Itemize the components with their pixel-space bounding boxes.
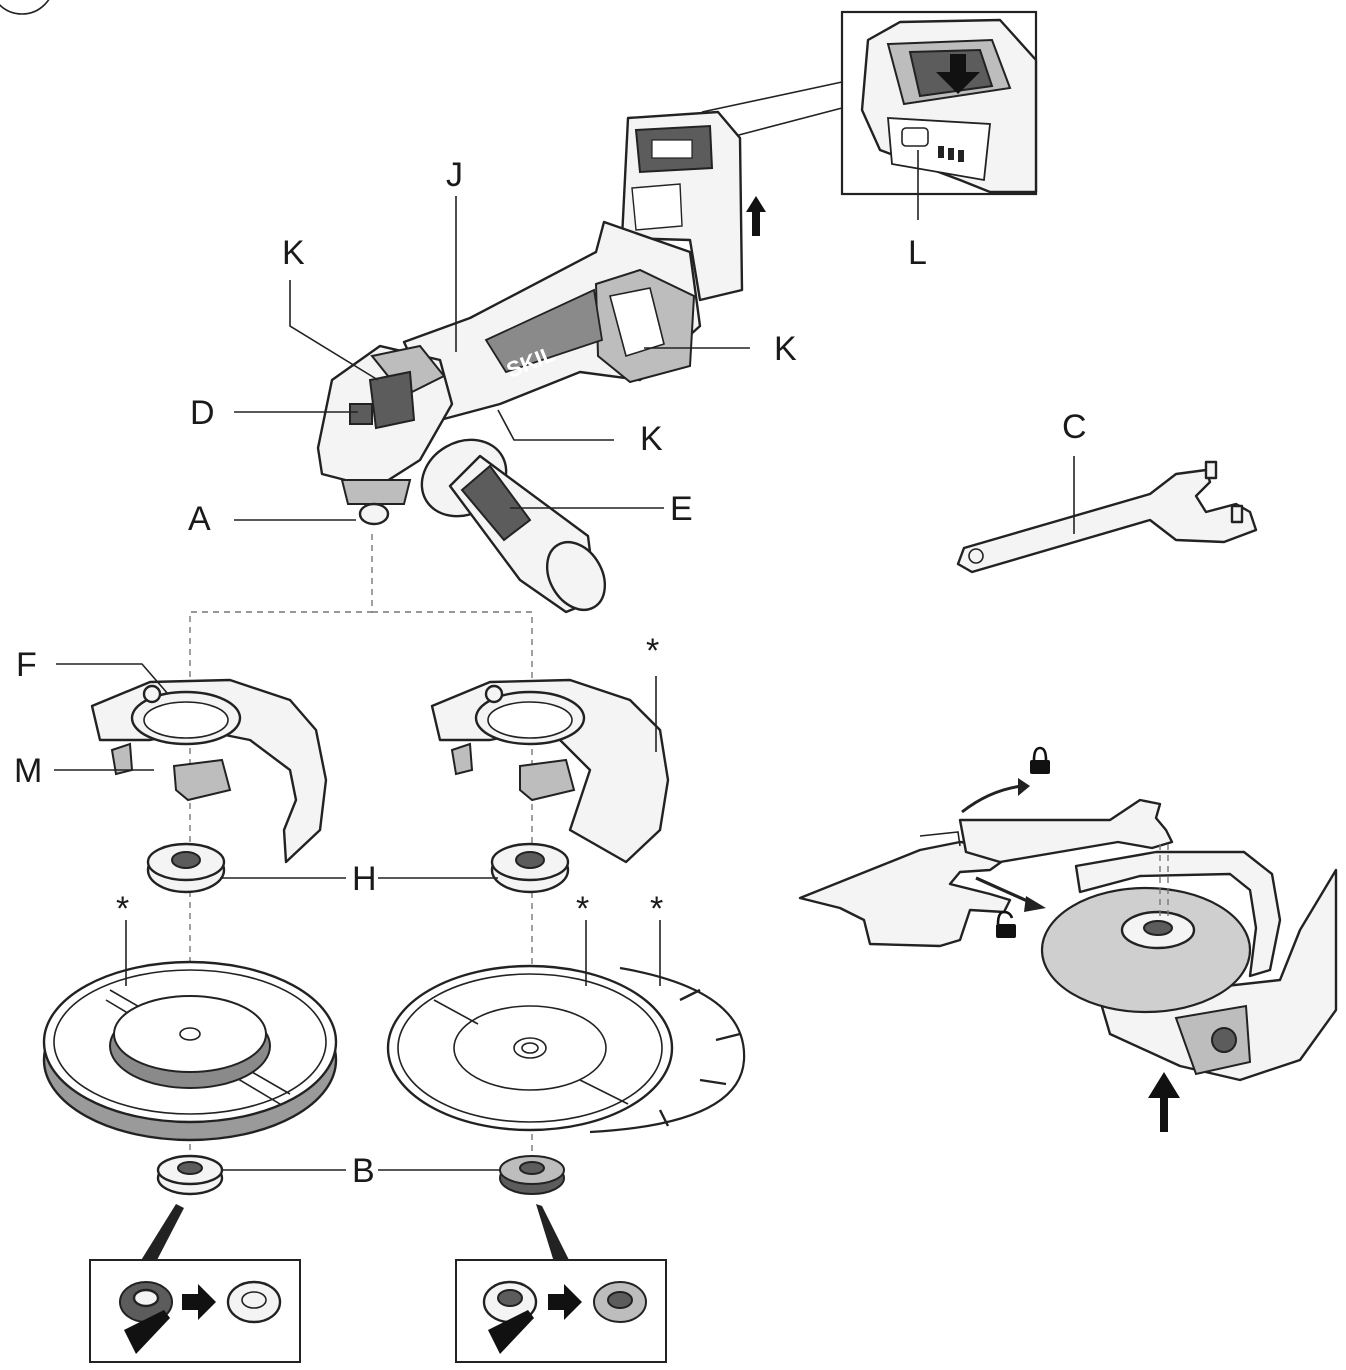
asterisk-cutting-disc: * [576, 890, 589, 928]
label-K-top: K [282, 234, 305, 272]
page-number-circle [0, 0, 50, 15]
label-D: D [190, 394, 215, 432]
asterisk-guard: * [646, 632, 659, 670]
arrow-up-icon [1148, 1072, 1180, 1132]
arrow-right-icon [548, 1284, 582, 1320]
label-K-right: K [774, 330, 797, 368]
cutting-disc-right [386, 964, 674, 1132]
label-K-middle: K [640, 420, 663, 458]
asterisk-disc-left: * [116, 890, 129, 928]
guard-right [430, 678, 670, 864]
grinding-disc-left [42, 960, 338, 1142]
lock-closed-icon [1030, 746, 1050, 774]
arrow-down-icon [936, 54, 980, 94]
label-A: A [188, 500, 211, 538]
clamp-nut-right [499, 1155, 565, 1195]
label-F: F [16, 646, 37, 684]
lock-open-icon [996, 910, 1016, 938]
battery-indicator-inset [701, 10, 1038, 220]
label-B: B [352, 1152, 375, 1190]
arrow-up-icon [746, 196, 766, 236]
label-E: E [670, 490, 693, 528]
side-handle [420, 438, 607, 614]
label-M: M [14, 752, 42, 790]
arrow-right-icon [182, 1284, 216, 1320]
inner-flange-left [146, 842, 226, 894]
spanner-wrench [956, 460, 1258, 574]
guard-left [90, 678, 328, 864]
nut-orientation-box-left [89, 1259, 301, 1363]
label-L: L [908, 234, 927, 272]
nut-orientation-box-right [455, 1259, 667, 1363]
spanner-fitting-scene [798, 746, 1338, 1132]
label-H: H [352, 860, 377, 898]
label-J: J [446, 156, 463, 194]
inner-flange-right [490, 842, 570, 894]
asterisk-diamond-blade: * [650, 890, 663, 928]
label-C: C [1062, 408, 1087, 446]
clamp-nut-left [156, 1154, 224, 1196]
angle-grinder-body: SKIL [316, 110, 766, 614]
